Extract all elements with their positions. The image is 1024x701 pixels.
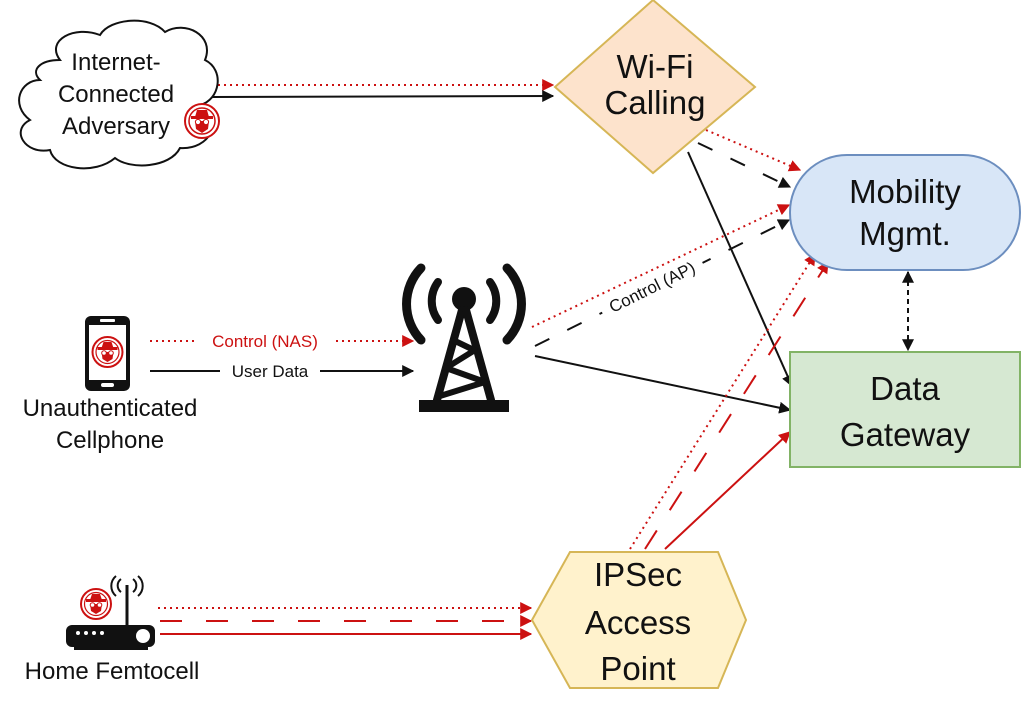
node-wifi-calling[interactable]: Wi-Fi Calling (553, 0, 757, 175)
edge-wifi-mobility-control (705, 129, 802, 172)
edge-tower-gateway (534, 355, 792, 414)
pill-shape (789, 154, 1021, 271)
rect-shape (789, 351, 1021, 468)
wifi-label-line1: Wi-Fi (617, 48, 694, 85)
spy-icon (184, 103, 220, 139)
edge-tower-mobility-control (531, 204, 791, 328)
adversary-label-line2: Connected (58, 81, 174, 108)
hexagon-shape (530, 551, 748, 689)
node-mobility-mgmt[interactable]: Mobility Mgmt. (789, 154, 1021, 271)
edge-label-user-data: User Data (232, 362, 309, 381)
gateway-label-line1: Data (870, 370, 940, 407)
edge-tower-mobility-ap (534, 219, 791, 347)
adversary-label-line1: Internet- (71, 49, 160, 76)
node-internet-adversary[interactable]: Internet- Connected Adversary (18, 19, 220, 170)
cloud-shape (18, 19, 219, 170)
node-home-femtocell[interactable]: Home Femtocell (25, 575, 200, 685)
node-cell-tower[interactable] (402, 263, 526, 412)
cellphone-label-line1: Unauthenticated (23, 395, 198, 422)
router-icon (66, 575, 155, 650)
node-ipsec-access-point[interactable]: IPSec Access Point (530, 551, 748, 689)
ipsec-label-line1: IPSec (594, 556, 682, 593)
edge-ipsec-mobility-dotted (629, 252, 816, 550)
ipsec-label-line2: Access (585, 604, 691, 641)
wifi-label-line2: Calling (605, 84, 706, 121)
node-cellphone[interactable]: Unauthenticated Cellphone (23, 316, 198, 454)
edge-label-control-nas: Control (NAS) (212, 332, 318, 351)
node-data-gateway[interactable]: Data Gateway (789, 351, 1021, 468)
edge-ipsec-mobility-dashed (644, 260, 829, 550)
edge-wifi-mobility-dashed (697, 142, 792, 188)
spy-icon (80, 588, 112, 620)
diamond-shape (553, 0, 757, 175)
edge-adversary-wifi-data (211, 90, 555, 103)
adversary-label-line3: Adversary (62, 113, 170, 140)
cellphone-label-line2: Cellphone (56, 427, 164, 454)
mobility-label-line1: Mobility (849, 173, 961, 210)
femtocell-label: Home Femtocell (25, 658, 200, 685)
edge-ipsec-gateway (664, 431, 791, 550)
edge-label-control-ap: Control (AP) (606, 258, 698, 317)
mobility-label-line2: Mgmt. (859, 215, 951, 252)
gateway-label-line2: Gateway (840, 416, 971, 453)
spy-icon (91, 336, 124, 368)
cell-tower-icon (402, 263, 526, 412)
ipsec-label-line3: Point (600, 650, 675, 687)
